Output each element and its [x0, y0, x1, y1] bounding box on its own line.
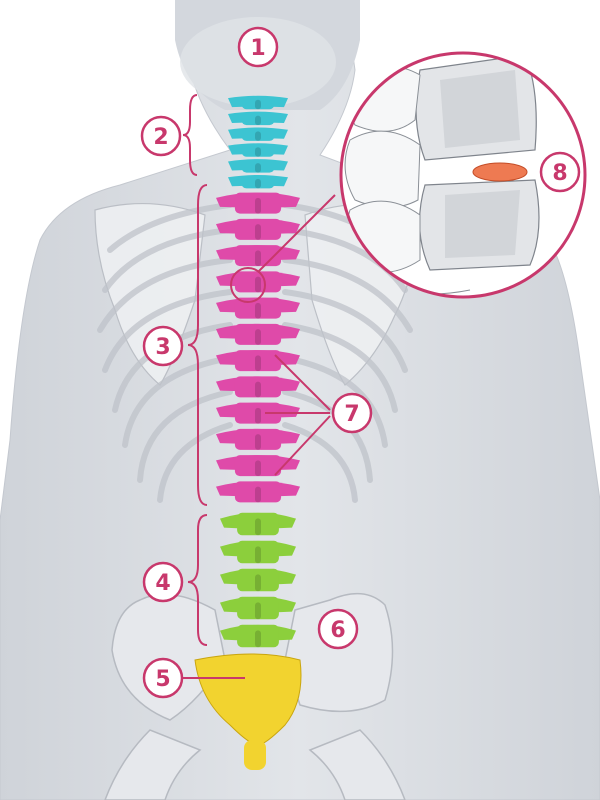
- label-4-text: 4: [155, 571, 170, 596]
- label-2-badge: 2: [142, 117, 180, 155]
- label-1-text: 1: [250, 36, 265, 61]
- label-2-text: 2: [153, 125, 168, 150]
- label-8-text: 8: [552, 161, 567, 186]
- label-1-badge: 1: [239, 28, 277, 66]
- label-8-badge: 8: [541, 153, 579, 191]
- label-5-badge: 5: [144, 659, 182, 697]
- label-6-badge: 6: [319, 610, 357, 648]
- label-6-text: 6: [330, 618, 345, 643]
- label-7-badge: 7: [333, 394, 371, 432]
- label-3-badge: 3: [144, 327, 182, 365]
- label-4-badge: 4: [144, 563, 182, 601]
- label-7-text: 7: [344, 402, 359, 427]
- label-5-text: 5: [155, 667, 170, 692]
- label-3-text: 3: [155, 335, 170, 360]
